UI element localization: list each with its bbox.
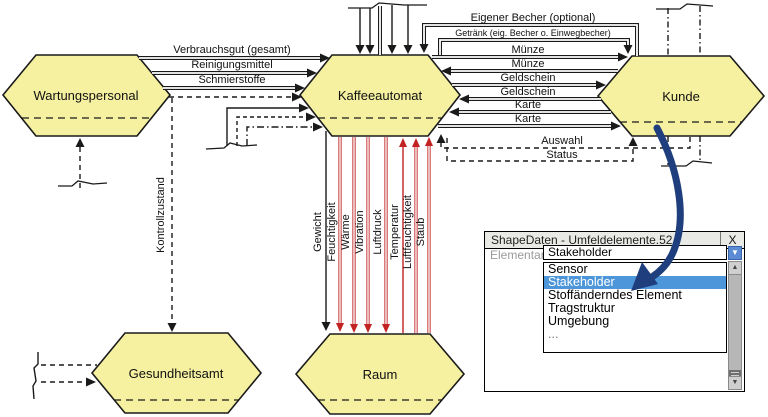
node-label: Kaffeeautomat xyxy=(338,88,423,103)
flow-label: Münze xyxy=(511,58,544,70)
svg-text:Feuchtigkeit: Feuchtigkeit xyxy=(326,202,338,261)
sensor-labels: Gewicht Feuchtigkeit Wärme Vibration Luf… xyxy=(312,195,427,269)
flow-karte-out: Karte xyxy=(438,113,621,131)
system-boundary-squiggle xyxy=(656,3,714,10)
svg-text:Gewicht: Gewicht xyxy=(312,212,324,252)
option-more[interactable]: ... xyxy=(548,327,559,341)
flow-reinigungsmittel: Reinigungsmittel xyxy=(152,59,317,78)
flow-label: Status xyxy=(546,149,578,161)
flow-muenze-out: Münze xyxy=(432,44,628,62)
svg-text:Vibration: Vibration xyxy=(354,210,366,253)
flow-getraenk: Getränk (eig. Becher o. Einwegbecher) xyxy=(438,28,633,55)
flow-label: Geldschein xyxy=(500,86,555,98)
node-label: Raum xyxy=(363,367,398,382)
flow-label: Münze xyxy=(511,44,544,56)
flow-label: Schmierstoffe xyxy=(198,74,265,86)
flow-label: Auswahl xyxy=(541,135,583,147)
flow-label: Reinigungsmittel xyxy=(191,59,272,71)
flow-eigener-becher: Eigener Becher (optional) xyxy=(419,12,639,56)
option-sensor[interactable]: Sensor xyxy=(548,262,588,276)
flow-into-wartungspersonal xyxy=(58,138,108,188)
flow-muenze-in: Münze xyxy=(441,58,618,76)
flow-label: Karte xyxy=(515,99,541,111)
svg-text:Temperatur: Temperatur xyxy=(389,204,401,260)
shape-data-dialog: ShapeDaten - Umfeldelemente.52 X Element… xyxy=(484,231,745,392)
hexagon-kaffeeautomat: Kaffeeautomat xyxy=(298,54,462,137)
flow-dashed-wartung xyxy=(169,92,302,102)
flow-geldschein-out: Geldschein xyxy=(452,72,606,90)
system-boundary-squiggle xyxy=(348,2,427,9)
svg-text:Staub: Staub xyxy=(415,218,427,247)
scroll-down-button[interactable]: ▼ xyxy=(729,376,741,389)
system-boundary-squiggle xyxy=(58,180,108,187)
svg-text:Luftdruck: Luftdruck xyxy=(372,209,384,255)
option-umgebung[interactable]: Umgebung xyxy=(548,314,610,328)
option-tragstruktur[interactable]: Tragstruktur xyxy=(548,301,615,315)
node-label: Kunde xyxy=(662,89,700,104)
flow-karte-in: Karte xyxy=(449,99,611,117)
flow-kontrollzustand: Kontrollzustand xyxy=(155,98,177,332)
top-flows-kaffeeautomat xyxy=(348,2,427,55)
flow-geldschein-in: Geldschein xyxy=(459,86,601,104)
hexagon-gesundheitsamt: Gesundheitsamt xyxy=(90,332,263,414)
boundary-flows-gesundheitsamt xyxy=(32,352,97,400)
dropdown-arrow-button[interactable]: ▼ xyxy=(728,246,742,260)
system-boundary-squiggle xyxy=(32,352,39,400)
flow-verbrauchsgut: Verbrauchsgut (gesamt) xyxy=(139,44,330,63)
elementart-label: Elementart xyxy=(490,248,549,262)
svg-text:Luftfeuchtigkeit: Luftfeuchtigkeit xyxy=(402,195,414,269)
boundary-flows-kaffeeautomat xyxy=(205,103,323,150)
node-label: Gesundheitsamt xyxy=(129,366,224,381)
sensor-flows xyxy=(321,131,433,333)
flow-label: Eigener Becher (optional) xyxy=(471,12,596,24)
svg-text:Wärme: Wärme xyxy=(340,214,352,249)
hexagon-wartungspersonal: Wartungspersonal xyxy=(1,54,172,137)
close-button[interactable]: X xyxy=(720,232,744,248)
hexagon-kunde: Kunde xyxy=(596,55,766,137)
system-boundary-squiggle xyxy=(205,142,258,150)
dropdown-list: Sensor Stakeholder Stoffänderndes Elemen… xyxy=(543,262,727,353)
flow-status: Status xyxy=(446,137,638,162)
flow-label: Getränk (eig. Becher o. Einwegbecher) xyxy=(455,28,611,38)
node-label: Wartungspersonal xyxy=(33,88,138,103)
flow-schmierstoffe: Schmierstoffe xyxy=(163,74,305,93)
hexagon-raum: Raum xyxy=(294,333,466,415)
elementart-combobox[interactable]: Stakeholder xyxy=(543,245,727,260)
flow-label: Karte xyxy=(515,113,541,125)
flow-auswahl: Auswahl xyxy=(436,134,691,149)
scrollbar[interactable]: ▲ ▼ xyxy=(728,261,742,390)
flow-label: Geldschein xyxy=(500,72,555,84)
flow-label: Kontrollzustand xyxy=(155,177,167,253)
scroll-up-button[interactable]: ▲ xyxy=(729,262,741,275)
option-stoffaenderndes-element[interactable]: Stoffänderndes Element xyxy=(548,288,682,302)
flow-label: Verbrauchsgut (gesamt) xyxy=(173,44,290,56)
